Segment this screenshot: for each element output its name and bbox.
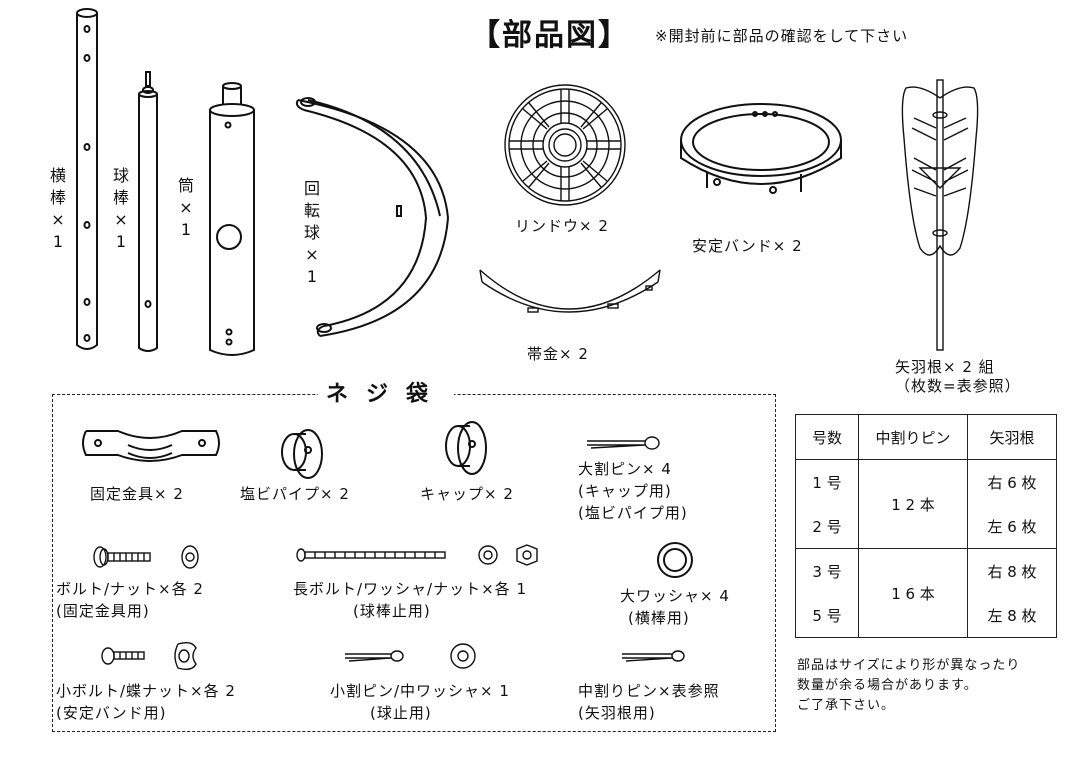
note-line: 部品はサイズにより形が異なったり	[797, 658, 1021, 673]
tsutsu-label: 筒×1	[177, 176, 194, 239]
yabane-sublabel: （枚数=表参照）	[895, 377, 1021, 395]
header-pins: 中割りピン	[858, 414, 968, 460]
page-subtitle: ※開封前に部品の確認をして下さい	[655, 27, 909, 45]
long-bolt-label: 長ボルト/ワッシャ/ナット×各 1	[293, 580, 527, 598]
small-bolt-wing-nut-drawing	[101, 641, 197, 671]
table-row: 3 号 5 号 1 6 本 右 8 枚左 8 枚	[795, 548, 1057, 638]
note-line: 数量が余る場合があります。	[797, 678, 978, 693]
large-washer-drawing	[657, 542, 693, 578]
size-cell: 1 号	[812, 473, 842, 492]
rindou-drawing	[504, 84, 626, 206]
tsutsu-drawing	[209, 82, 255, 356]
spec-table: 号数 中割りピン 矢羽根 1 号 2 号 1 2 本 右 6 枚左 6 枚 3 号…	[795, 414, 1057, 638]
size-cell: 5 号	[812, 606, 842, 625]
header-feathers: 矢羽根	[967, 414, 1057, 460]
small-split-pin-label: 小割ピン/中ワッシャ× 1	[330, 682, 510, 700]
kaitenkyu-label: 回転球×1	[303, 179, 320, 286]
enbi-pipe-label: 塩ビパイプ× 2	[240, 485, 350, 503]
large-washer-label: 大ワッシャ× 4	[620, 587, 730, 605]
feather-cell: 左 8 枚	[987, 606, 1037, 625]
kotei-kanagu-label: 固定金具× 2	[90, 485, 184, 503]
bolt-nut-use: (固定金具用)	[56, 602, 150, 620]
medium-split-pin-use: (矢羽根用)	[578, 704, 656, 722]
pins-cell: 1 6 本	[858, 548, 968, 638]
table-row: 1 号 2 号 1 2 本 右 6 枚左 6 枚	[795, 459, 1057, 549]
rindou-label: リンドウ× 2	[515, 217, 609, 235]
small-bolt-label: 小ボルト/蝶ナット×各 2	[56, 682, 236, 700]
medium-split-pin-drawing	[622, 650, 685, 662]
kotei-kanagu-drawing	[82, 430, 220, 462]
antei-band-drawing	[680, 103, 842, 194]
note: 部品はサイズにより形が異なったり 数量が余る場合があります。 ご了承下さい。	[797, 656, 1020, 716]
small-bolt-use: (安定バンド用)	[56, 704, 167, 722]
cap-label: キャップ× 2	[420, 485, 514, 503]
bolt-nut-drawing	[93, 545, 199, 569]
large-split-pin-use1: (キャップ用)	[578, 482, 672, 500]
long-bolt-use: (球棒止用)	[353, 602, 431, 620]
large-split-pin-label: 大割ピン× 4	[578, 460, 672, 478]
obigane-drawing	[479, 269, 661, 313]
kyuubou-drawing	[138, 71, 158, 352]
spec-table-header: 号数 中割りピン 矢羽根	[795, 414, 1057, 460]
feather-cell: 左 6 枚	[987, 517, 1037, 536]
screw-bag-title: ネジ袋	[318, 376, 455, 408]
large-split-pin-use2: (塩ビパイプ用)	[578, 504, 688, 522]
header-size: 号数	[795, 414, 859, 460]
medium-split-pin-label: 中割りピン×表参照	[578, 682, 720, 700]
cap-drawing	[445, 421, 487, 475]
note-line: ご了承下さい。	[797, 698, 896, 713]
kyuubou-label: 球棒×1	[112, 166, 129, 251]
feather-cell: 右 6 枚	[987, 473, 1037, 492]
enbi-pipe-drawing	[281, 429, 323, 479]
long-bolt-washer-nut-drawing	[296, 544, 538, 566]
obigane-label: 帯金× 2	[527, 345, 589, 363]
small-split-pin-use: (球止用)	[370, 704, 432, 722]
size-cell: 3 号	[812, 562, 842, 581]
yokobou-label: 横棒×1	[49, 166, 66, 251]
pins-cell: 1 2 本	[858, 459, 968, 549]
feather-cell: 右 8 枚	[987, 562, 1037, 581]
small-split-pin-washer-drawing	[345, 643, 476, 669]
yokobou-drawing	[76, 8, 98, 350]
page-title: 【部品図】	[470, 18, 630, 53]
yabane-drawing	[901, 79, 979, 351]
bolt-nut-label: ボルト/ナット×各 2	[56, 580, 204, 598]
kaitenkyu-drawing	[295, 97, 450, 337]
yabane-label: 矢羽根× 2 組	[895, 358, 995, 376]
large-split-pin-drawing	[587, 436, 660, 450]
size-cell: 2 号	[812, 517, 842, 536]
antei-band-label: 安定バンド× 2	[692, 237, 803, 255]
large-washer-use: (横棒用)	[628, 609, 690, 627]
